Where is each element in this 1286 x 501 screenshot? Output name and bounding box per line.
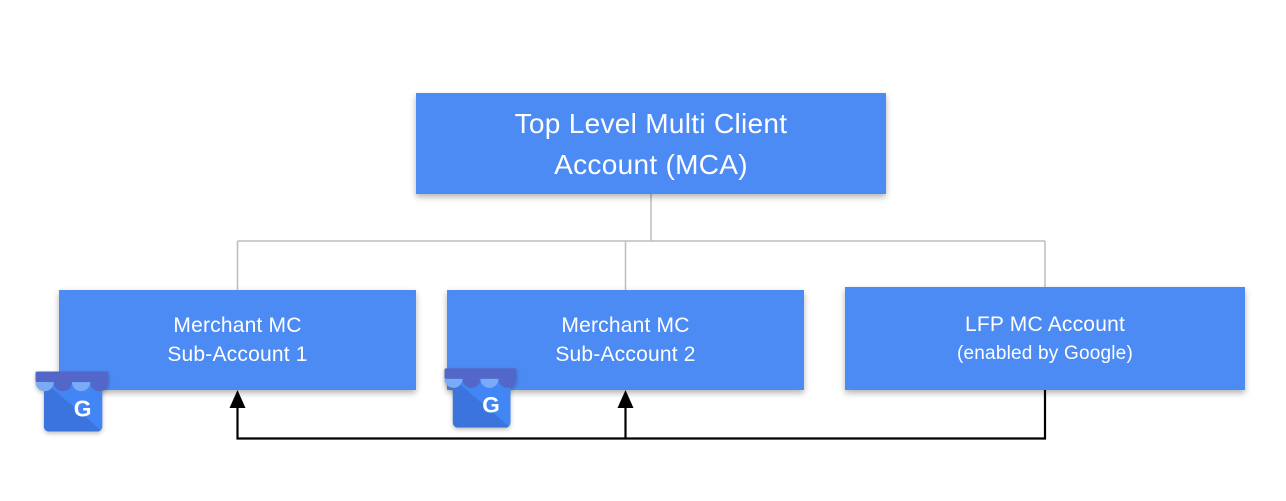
arrow-up-icon <box>617 390 634 408</box>
node-label-line1: LFP MC Account <box>965 312 1125 336</box>
google-g-letter: G <box>482 393 500 418</box>
node-merchant-sub-account-1: Merchant MC Sub-Account 1 <box>59 290 416 390</box>
node-label-line2: Account (MCA) <box>554 148 748 180</box>
node-top-level-mca: Top Level Multi Client Account (MCA) <box>416 93 886 194</box>
google-g-letter: G <box>74 395 92 421</box>
node-label-line2: Sub-Account 2 <box>555 343 696 366</box>
node-lfp-mc-account: LFP MC Account (enabled by Google) <box>845 287 1245 390</box>
node-label-line1: Merchant MC <box>561 314 690 337</box>
tree-connector <box>236 194 1046 290</box>
node-label-line2: (enabled by Google) <box>957 342 1133 364</box>
feedback-arrows <box>229 390 1047 440</box>
arrow-up-icon <box>229 390 246 408</box>
google-business-icon: G <box>444 368 517 428</box>
google-business-icon: G <box>35 371 109 432</box>
node-label-line1: Top Level Multi Client <box>514 107 788 139</box>
node-label-line2: Sub-Account 1 <box>167 343 308 366</box>
node-label-line1: Merchant MC <box>173 314 302 337</box>
